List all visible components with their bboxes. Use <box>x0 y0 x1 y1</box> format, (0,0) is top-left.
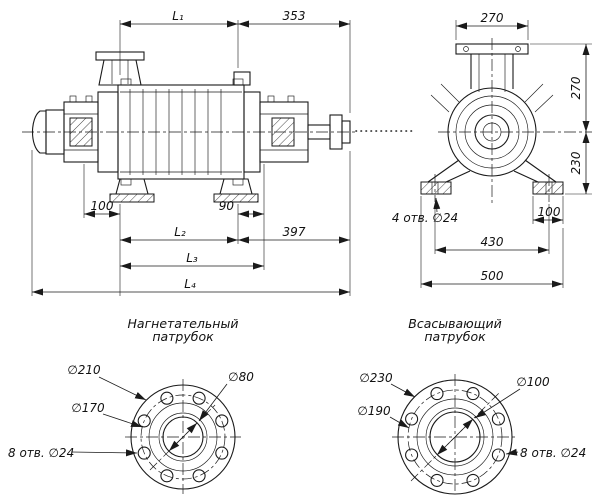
right-bearing-hatch <box>271 117 295 147</box>
discharge-flange-view: Нагнетательный патрубок <box>8 316 254 494</box>
dim-90-label: 90 <box>219 199 235 213</box>
suction-flange-title-line1: Всасывающий <box>408 316 501 331</box>
dim-397-label: 397 <box>283 225 306 239</box>
front-view-dimensions: 270 270 230 4 отв. ∅24 100 430 <box>392 11 592 288</box>
dim-270-right-label: 270 <box>569 76 583 99</box>
suction-bolt-circle <box>407 389 503 485</box>
suction-flange-title-line2: патрубок <box>424 329 486 344</box>
discharge-bolt-circle <box>140 394 226 480</box>
dim-d190-label: ∅190 <box>357 404 391 418</box>
dim-100-label: 100 <box>91 199 114 213</box>
dim-l3-label: L₃ <box>186 251 198 265</box>
dim-d230-label: ∅230 <box>359 371 393 385</box>
dim-l1-label: L₁ <box>172 9 184 23</box>
dim-353-label: 353 <box>283 9 306 23</box>
dim-d100-label: ∅100 <box>516 375 550 389</box>
dim-d210-label: ∅210 <box>67 363 101 377</box>
discharge-flange-title-line2: патрубок <box>152 329 214 344</box>
dim-430-label: 430 <box>481 235 504 249</box>
dim-d80-label: ∅80 <box>228 370 254 384</box>
front-view-top-nozzle <box>455 43 529 92</box>
discharge-flange-drawing <box>125 379 241 494</box>
dim-8-holes-suction-label: 8 отв. ∅24 <box>520 446 586 460</box>
side-view-feet <box>109 178 259 203</box>
left-bearing-hatch <box>69 117 93 147</box>
front-view: 270 270 230 4 отв. ∅24 100 430 <box>392 11 592 288</box>
side-view-pump-body <box>22 51 413 203</box>
dim-l4-label: L₄ <box>184 277 196 291</box>
front-view-pump-body <box>420 38 592 204</box>
dim-d170-label: ∅170 <box>71 401 105 415</box>
side-view-dimensions: L₁ 353 100 90 L₂ 397 L₃ L₄ <box>31 9 351 296</box>
suction-flange-view: Всасывающий патрубок <box>357 316 586 495</box>
dim-500-label: 500 <box>481 269 504 283</box>
dim-8-holes-discharge-label: 8 отв. ∅24 <box>8 446 74 460</box>
side-view-shaft-end <box>307 114 351 150</box>
side-view: L₁ 353 100 90 L₂ 397 L₃ L₄ <box>22 9 413 296</box>
front-view-ribs <box>427 83 557 183</box>
suction-flange-dimensions: ∅230 ∅100 ∅190 8 отв. ∅24 <box>357 371 586 460</box>
suction-flange-drawing <box>392 374 518 495</box>
front-view-feet <box>420 174 564 202</box>
side-view-stage-casing <box>117 71 251 186</box>
dim-4-holes-label: 4 отв. ∅24 <box>392 211 458 225</box>
discharge-flange-title-line1: Нагнетательный <box>128 316 239 331</box>
dim-l2-label: L₂ <box>174 225 186 239</box>
dim-230-right-label: 230 <box>569 151 583 174</box>
dim-270-top-label: 270 <box>481 11 504 25</box>
suction-bolt-holes <box>405 387 505 487</box>
discharge-flange-dimensions: ∅210 ∅80 ∅170 8 отв. ∅24 <box>8 363 254 460</box>
